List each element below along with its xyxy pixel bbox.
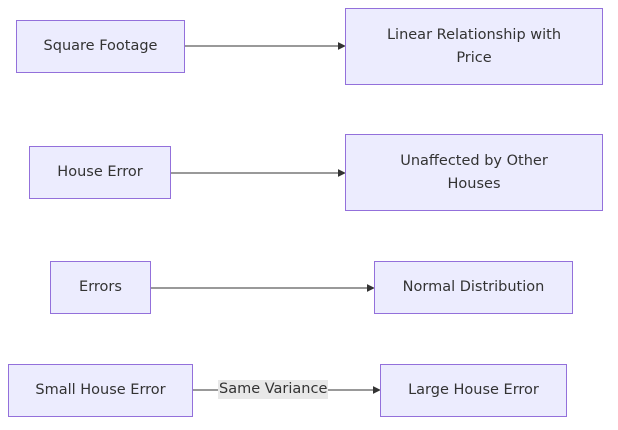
node-label: Normal Distribution (402, 279, 545, 295)
node-label: Square Footage (43, 38, 158, 54)
node-small-house-error: Small House Error (8, 364, 193, 417)
node-unaffected-by-other-houses: Unaffected by Other Houses (345, 134, 603, 211)
node-linear-relationship-with-price: Linear Relationship with Price (345, 8, 603, 85)
node-label-line-2: Price (456, 49, 492, 66)
node-house-error: House Error (29, 146, 171, 199)
node-label: Errors (79, 279, 122, 295)
node-errors: Errors (50, 261, 151, 314)
node-label: Large House Error (408, 382, 539, 398)
node-label-line-1: Unaffected by Other (400, 152, 548, 169)
edge-label-same-variance: Same Variance (218, 380, 329, 399)
node-label-line-2: Houses (447, 175, 501, 192)
node-normal-distribution: Normal Distribution (374, 261, 573, 314)
node-label: Small House Error (35, 382, 166, 398)
node-label-line-1: Linear Relationship with (386, 26, 562, 43)
node-square-footage: Square Footage (16, 20, 185, 73)
node-large-house-error: Large House Error (380, 364, 567, 417)
node-label: House Error (57, 164, 143, 180)
